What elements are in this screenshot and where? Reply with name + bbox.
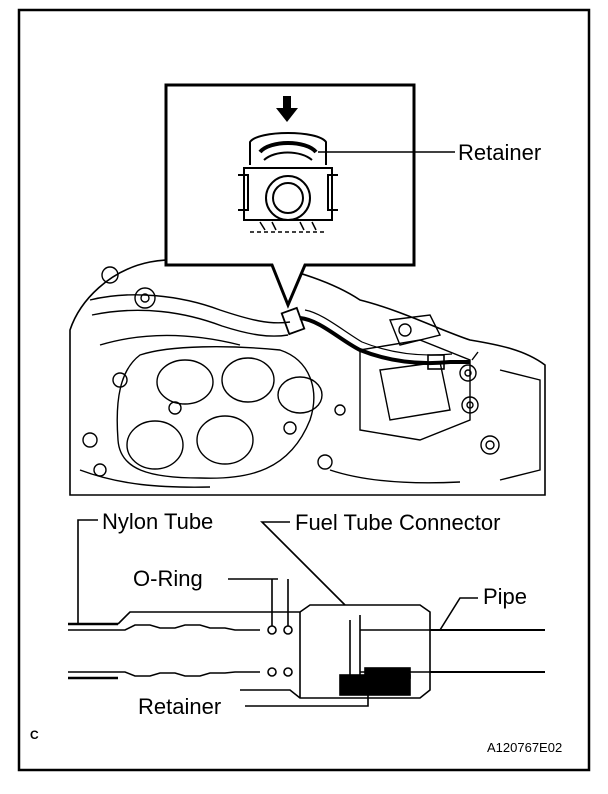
retainer-top-label: Retainer: [458, 140, 542, 165]
nylon-tube-leader: [77, 519, 98, 624]
o-ring-leader: [228, 578, 289, 626]
panel-letter: C: [30, 728, 39, 742]
fuel-tube-connector-label: Fuel Tube Connector: [295, 510, 501, 535]
o-ring-label: O-Ring: [133, 566, 203, 591]
callout-box: [164, 83, 455, 309]
retainer-bottom-leader: [245, 695, 369, 707]
connector-front-view: [238, 132, 338, 233]
outer-frame: [17, 8, 591, 772]
figure-code: A120767E02: [487, 740, 563, 755]
fuel-tube-connector-leader: [260, 521, 346, 606]
cross-section: [68, 519, 545, 707]
push-arrow-icon: [276, 96, 298, 122]
nylon-tube-label: Nylon Tube: [102, 509, 214, 534]
pipe-label: Pipe: [483, 584, 528, 609]
retainer-bottom-label: Retainer: [138, 694, 222, 719]
pipe-leader: [439, 597, 478, 631]
engine-illustration: [69, 258, 546, 496]
